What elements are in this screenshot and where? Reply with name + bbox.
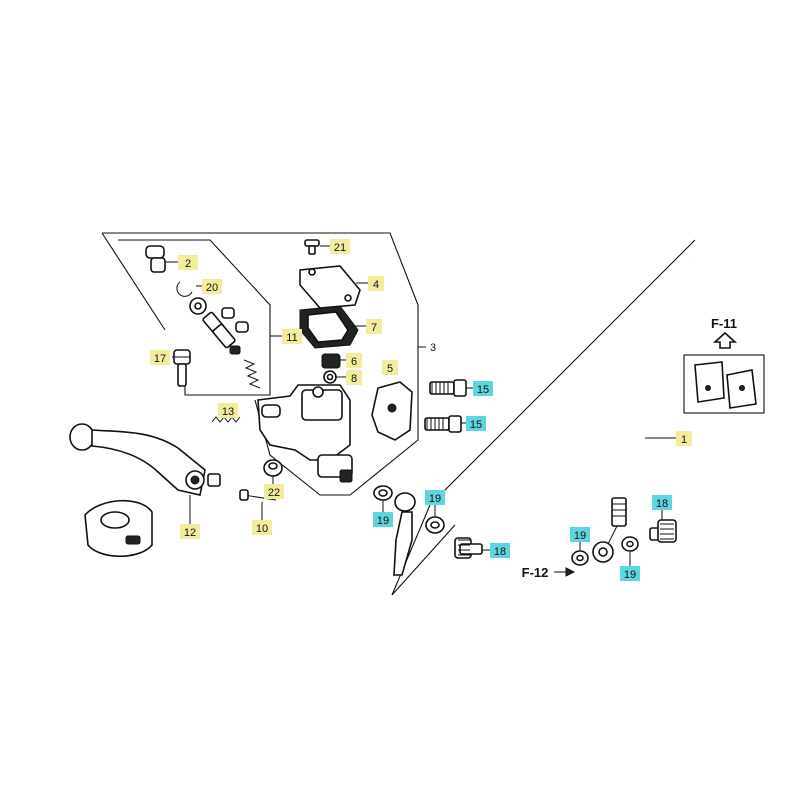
svg-text:4: 4 [373,279,379,291]
leader-lines [165,245,676,566]
float-plate-part [321,353,341,369]
callout-10: 10 [252,520,272,535]
callout-6: 6 [346,353,362,368]
lever-cover-part [84,499,153,557]
ref-f12: F-12 [522,565,576,580]
banjo-bolt-lower-part [649,519,677,543]
pivot-screw-part [239,489,277,501]
callout-7: 7 [366,319,382,334]
svg-text:17: 17 [154,353,166,365]
circlip-part [176,281,193,297]
svg-text:19: 19 [429,493,441,505]
callout-12: 12 [180,524,200,539]
boot-part [145,245,166,273]
callout-13: 13 [218,403,238,418]
sealing-washer-b-part [425,516,445,534]
cap-screw-part [304,239,320,255]
callout-15-upper: 15 [473,381,493,396]
ref-f11: F-11 [711,316,737,331]
svg-text:19: 19 [574,530,586,542]
callout-5: 5 [382,360,398,375]
svg-text:2: 2 [185,258,191,270]
svg-text:5: 5 [387,363,393,375]
sealing-washer-d-part [621,536,639,552]
holder-bolt-upper-part [429,379,467,397]
brake-hose-part [611,261,694,527]
master-cylinder-body [257,384,353,483]
callout-3: 3 [430,342,436,354]
svg-text:F-12: F-12 [522,565,549,580]
svg-text:1: 1 [681,434,687,446]
callout-18-lower: 18 [652,495,672,510]
spring-part [243,359,261,389]
svg-text:19: 19 [377,515,389,527]
svg-text:15: 15 [477,384,489,396]
svg-text:12: 12 [184,527,196,539]
callout-19-c: 19 [570,527,590,542]
callout-21: 21 [330,239,350,254]
svg-text:3: 3 [430,342,436,354]
svg-text:21: 21 [334,242,346,254]
svg-text:15: 15 [470,419,482,431]
callout-4: 4 [368,276,384,291]
callout-19-d: 19 [620,566,640,581]
svg-text:8: 8 [351,373,357,385]
callout-19-b: 19 [425,490,445,505]
f11-inset [683,331,765,414]
svg-text:7: 7 [371,322,377,334]
o-ring-part [323,370,337,384]
piston-part [202,307,249,355]
svg-text:F-11: F-11 [711,316,737,331]
svg-text:20: 20 [206,282,218,294]
callout-17: 17 [150,350,170,365]
svg-text:18: 18 [656,498,668,510]
nut-part [263,459,283,477]
callout-18-upper: 18 [490,543,510,558]
brake-lever-part [69,423,221,496]
svg-text:11: 11 [286,332,297,344]
callout-19-a: 19 [373,512,393,527]
svg-text:22: 22 [268,487,280,499]
svg-text:19: 19 [624,569,636,581]
sealing-washer-a-part [373,485,393,501]
callout-15-lower: 15 [466,416,486,431]
svg-text:13: 13 [222,406,234,418]
reservoir-cap-part [299,265,361,309]
banjo-bolt-upper-part [454,537,483,559]
callout-22: 22 [264,484,284,499]
diaphragm-part [299,305,359,349]
svg-text:10: 10 [256,523,268,535]
washer-part [189,297,207,315]
callout-20: 20 [202,279,222,294]
callout-1: 1 [676,431,692,446]
banjo-fitting-lower-part [592,525,618,563]
sealing-washer-c-part [571,550,589,566]
holder-part [371,381,413,441]
banjo-fitting-upper-part [393,492,416,576]
svg-text:6: 6 [351,356,357,368]
holder-bolt-lower-part [424,415,462,433]
callout-2: 2 [178,255,198,270]
callout-11: 11 [282,329,302,344]
callout-8: 8 [346,370,362,385]
svg-text:18: 18 [494,546,506,558]
spring-pin-part [211,416,241,423]
pivot-bolt-part [173,349,191,387]
